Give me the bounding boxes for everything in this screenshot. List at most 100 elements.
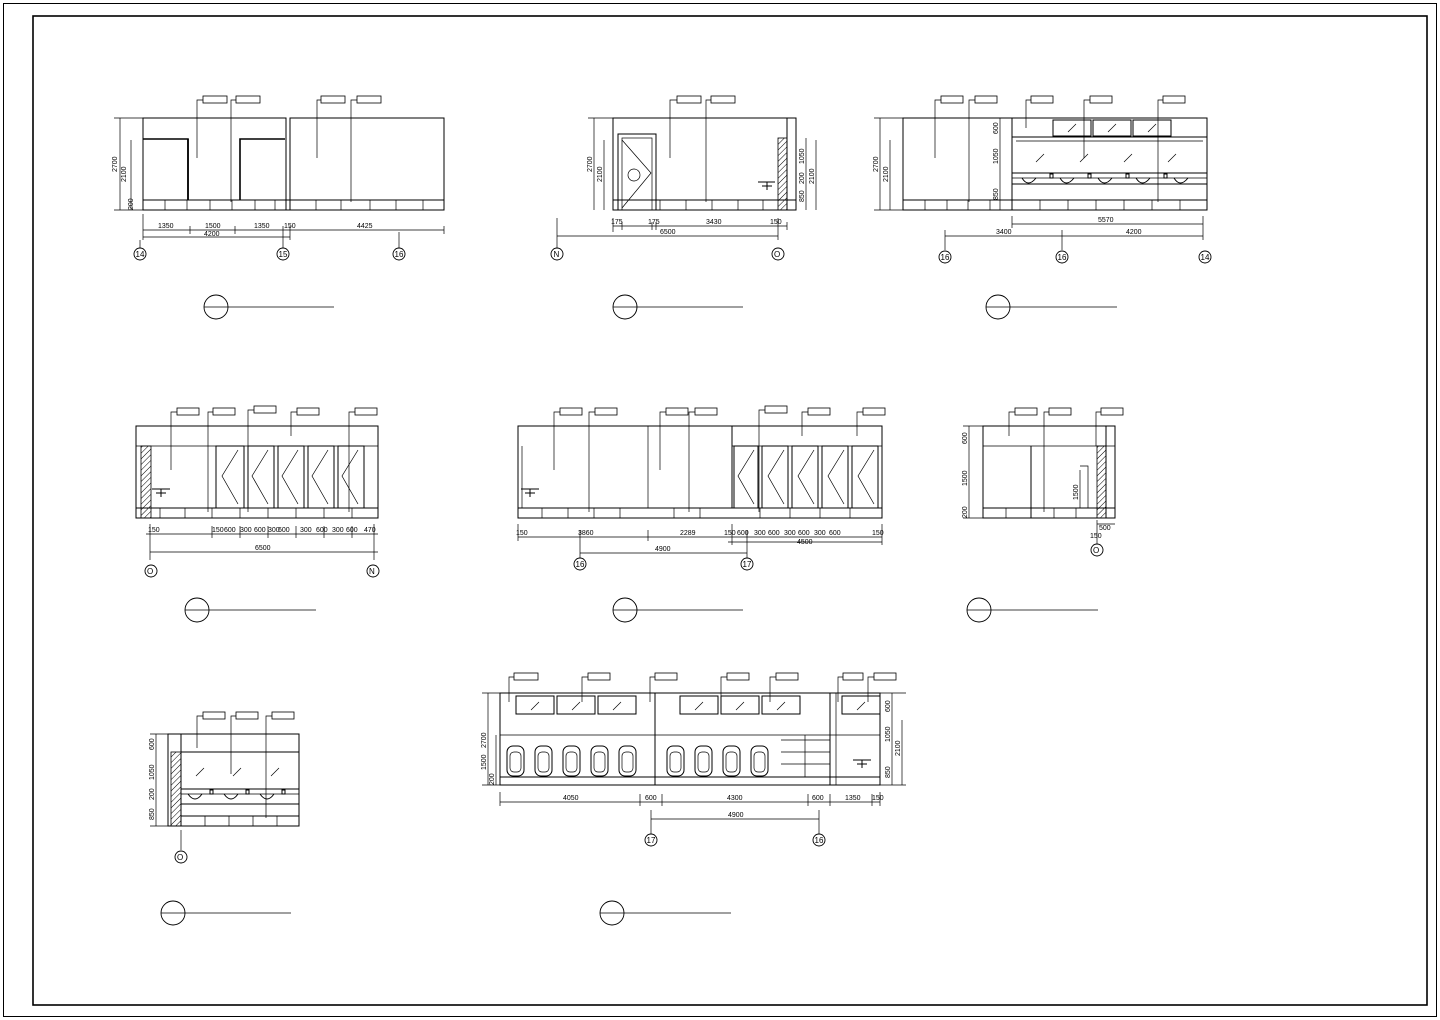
dim-h-7: 4900 (728, 812, 744, 819)
dim-h-5: 1350 (845, 795, 861, 802)
height-dim-h-5: 1050 (885, 726, 892, 742)
outer-frame (3, 3, 1437, 1017)
grid-a-14: 14 (136, 250, 145, 259)
height-dim-h-1: 2700 (481, 732, 488, 748)
dim-e-11: 600 (829, 530, 841, 537)
height-dim-g-4: 850 (149, 808, 156, 820)
dim-d-4: 300 (240, 527, 252, 534)
grid-d-n: N (369, 567, 375, 576)
dim-a-4: 150 (284, 223, 296, 230)
height-dim-g-2: 1050 (149, 764, 156, 780)
grid-b-n: N (554, 250, 560, 259)
dim-e-13: 4900 (655, 546, 671, 553)
grid-b-o: O (774, 250, 780, 259)
inner-frame (32, 15, 1428, 1006)
dim-d-13: 6500 (255, 545, 271, 552)
dim-f-2: 150 (1090, 533, 1102, 540)
height-dim-h-2: 1500 (481, 754, 488, 770)
elevation-h: 2700 1500 200 600 1050 850 2100 4050 600… (481, 672, 906, 926)
dim-d-2: 150 (212, 527, 224, 534)
elevation-e: 150 3860 2289 150 600 300 600 300 600 30… (516, 405, 886, 623)
grid-d-o: O (147, 567, 153, 576)
height-dim-g-3: 200 (149, 788, 156, 800)
dim-e-6: 300 (754, 530, 766, 537)
height-dim-h-6: 850 (885, 766, 892, 778)
grid-g-o: O (177, 853, 183, 862)
dim-e-3: 2289 (680, 530, 696, 537)
dim-b-5: 6500 (660, 229, 676, 236)
dim-h-6: 150 (872, 795, 884, 802)
grid-a-15: 15 (279, 250, 288, 259)
dim-a-1: 1350 (158, 223, 174, 230)
height-dim-c-2: 2100 (883, 166, 890, 182)
height-dim-b-2: 2100 (597, 166, 604, 182)
dim-b-4: 150 (770, 219, 782, 226)
elevation-f: 600 1500 200 1500 500 150 O (962, 407, 1124, 623)
dim-a-2: 1500 (205, 223, 221, 230)
dim-d-8: 300 (300, 527, 312, 534)
height-dim-b-5: 850 (799, 190, 806, 202)
height-dim-a-3: 200 (128, 198, 135, 210)
dim-a-3: 1350 (254, 223, 270, 230)
grid-e-16: 16 (576, 560, 585, 569)
height-dim-h-4: 600 (885, 700, 892, 712)
dim-d-9: 600 (316, 527, 328, 534)
dim-d-5: 600 (254, 527, 266, 534)
dim-c-1: 5570 (1098, 217, 1114, 224)
height-dim-c-4: 1050 (993, 148, 1000, 164)
grid-a-16: 16 (395, 250, 404, 259)
dim-d-3: 600 (224, 527, 236, 534)
dim-e-14: 4500 (797, 539, 813, 546)
height-dim-c-3: 600 (993, 122, 1000, 134)
dim-h-2: 600 (645, 795, 657, 802)
dim-e-4: 150 (724, 530, 736, 537)
dim-e-10: 300 (814, 530, 826, 537)
dim-d-7: 600 (278, 527, 290, 534)
height-dim-c-5: 850 (993, 188, 1000, 200)
elevation-b: 2700 2100 1050 200 850 2100 175 175 3430… (550, 95, 817, 320)
grid-c-16a: 16 (941, 253, 950, 262)
height-dim-b-6: 2100 (809, 168, 816, 184)
dim-b-3: 3430 (706, 219, 722, 226)
elevation-d: 150 150 600 300 600 300 600 300 600 300 … (135, 405, 380, 623)
dim-d-6: 300 (268, 527, 280, 534)
dim-a-6: 4200 (204, 231, 220, 238)
height-dim-h-3: 200 (489, 773, 496, 785)
elevation-g: 600 1050 200 850 O (149, 711, 300, 926)
grid-c-16b: 16 (1058, 253, 1067, 262)
grid-c-14: 14 (1201, 253, 1210, 262)
dim-e-9: 600 (798, 530, 810, 537)
height-dim-b-1: 2700 (587, 156, 594, 172)
dim-c-2: 3400 (996, 229, 1012, 236)
grid-e-17: 17 (743, 560, 752, 569)
dim-f-1: 500 (1099, 525, 1111, 532)
dim-e-8: 300 (784, 530, 796, 537)
dim-d-1: 150 (148, 527, 160, 534)
dim-d-10: 300 (332, 527, 344, 534)
elevation-c: 2700 2100 600 1050 850 5570 3400 4200 16… (873, 95, 1212, 320)
grid-f-o: O (1093, 546, 1099, 555)
dim-d-11: 600 (346, 527, 358, 534)
dim-b-2: 175 (648, 219, 660, 226)
height-dim-c-1: 2700 (873, 156, 880, 172)
height-dim-a-2: 2100 (121, 166, 128, 182)
dim-a-5: 4425 (357, 223, 373, 230)
height-dim-a-1: 2700 (112, 156, 119, 172)
dim-h-1: 4050 (563, 795, 579, 802)
dim-e-5: 600 (737, 530, 749, 537)
height-dim-f-2: 1500 (962, 470, 969, 486)
dim-e-12: 150 (872, 530, 884, 537)
inner-dim-f: 1500 (1073, 484, 1080, 500)
dim-b-1: 175 (611, 219, 623, 226)
dim-c-3: 4200 (1126, 229, 1142, 236)
height-dim-g-1: 600 (149, 738, 156, 750)
grid-h-17: 17 (647, 836, 656, 845)
height-dim-h-7: 2100 (895, 740, 902, 756)
dim-h-3: 4300 (727, 795, 743, 802)
height-dim-f-3: 200 (962, 506, 969, 518)
dim-e-2: 3860 (578, 530, 594, 537)
height-dim-f-1: 600 (962, 432, 969, 444)
elevation-a: 2700 2100 200 1350 1500 1350 150 4425 42… (112, 95, 445, 320)
dim-e-7: 600 (768, 530, 780, 537)
